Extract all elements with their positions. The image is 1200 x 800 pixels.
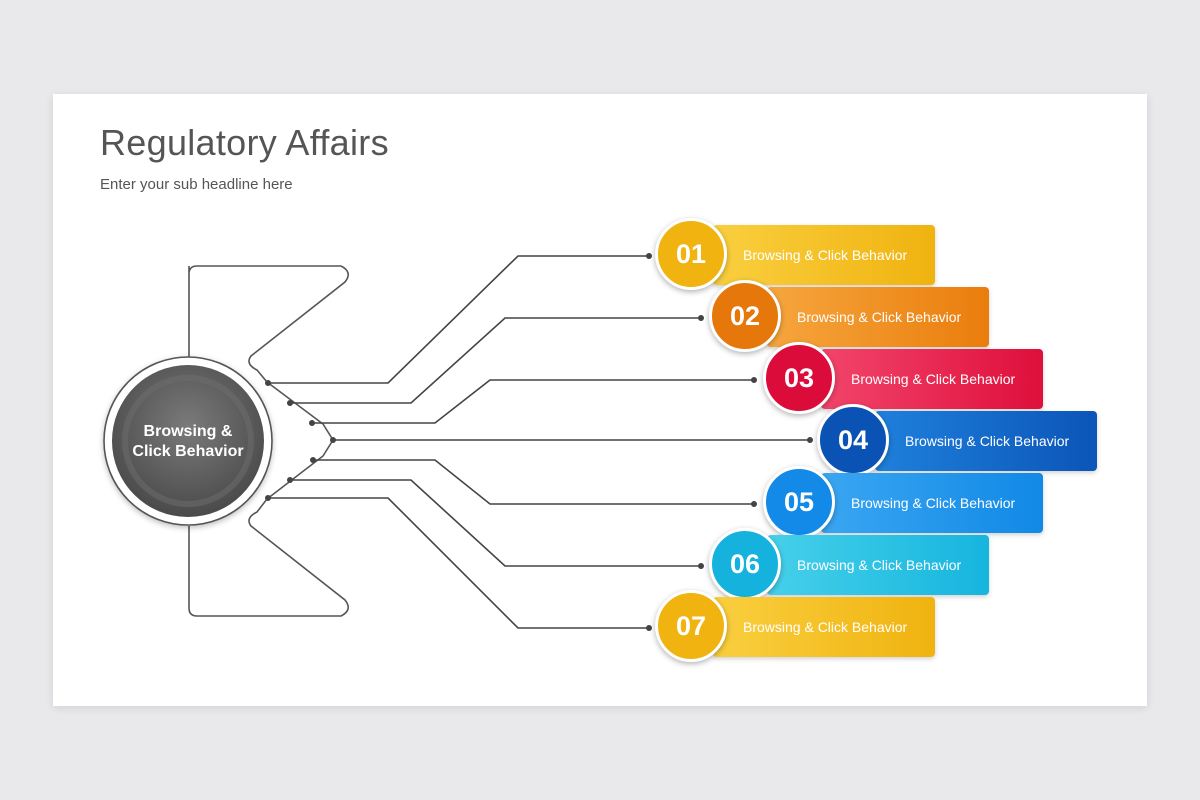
connector-line-05 bbox=[313, 459, 754, 505]
connector-start-dot bbox=[287, 477, 293, 483]
item-label-03: Browsing & Click Behavior bbox=[851, 371, 1016, 387]
connector-line-06 bbox=[290, 479, 701, 567]
item-bar-01: Browsing & Click Behavior bbox=[713, 225, 935, 285]
item-label-06: Browsing & Click Behavior bbox=[797, 557, 962, 573]
item-bar-06: Browsing & Click Behavior bbox=[767, 535, 989, 595]
connector-line-01 bbox=[268, 255, 649, 384]
connector-start-dot bbox=[287, 400, 293, 406]
item-number-badge-04: 04 bbox=[817, 404, 889, 476]
item-bar-05: Browsing & Click Behavior bbox=[821, 473, 1043, 533]
connector-start-dot bbox=[310, 457, 316, 463]
hub-inner-ring bbox=[122, 375, 254, 507]
hub-label: Browsing & Click Behavior bbox=[123, 422, 253, 462]
connector-line-02 bbox=[290, 317, 701, 404]
item-bar-03: Browsing & Click Behavior bbox=[821, 349, 1043, 409]
connector-end-dot bbox=[646, 253, 652, 259]
hub-circle bbox=[112, 365, 264, 517]
hub-label-line1: Browsing & bbox=[143, 423, 233, 440]
connector-end-dot bbox=[751, 377, 757, 383]
connector-end-dot bbox=[751, 501, 757, 507]
item-number-badge-07: 07 bbox=[655, 590, 727, 662]
connector-end-dot bbox=[646, 625, 652, 631]
connector-line-07 bbox=[268, 497, 649, 629]
item-bar-02: Browsing & Click Behavior bbox=[767, 287, 989, 347]
slide-title: Regulatory Affairs bbox=[100, 122, 389, 163]
slide: Regulatory Affairs Enter your sub headli… bbox=[53, 94, 1147, 706]
arrow-tip bbox=[266, 381, 334, 500]
connector-start-dot bbox=[330, 437, 336, 443]
connector-start-dot bbox=[265, 380, 271, 386]
slide-subtitle: Enter your sub headline here bbox=[100, 176, 293, 193]
item-bar-04: Browsing & Click Behavior bbox=[875, 411, 1097, 471]
item-bar-07: Browsing & Click Behavior bbox=[713, 597, 935, 657]
hub-label-line2: Click Behavior bbox=[132, 443, 244, 460]
item-number-badge-05: 05 bbox=[763, 466, 835, 538]
item-number-badge-03: 03 bbox=[763, 342, 835, 414]
connector-end-dot bbox=[698, 563, 704, 569]
connector-end-dot bbox=[698, 315, 704, 321]
connector-end-dot bbox=[807, 437, 813, 443]
item-label-01: Browsing & Click Behavior bbox=[743, 247, 908, 263]
item-label-02: Browsing & Click Behavior bbox=[797, 309, 962, 325]
item-number-badge-02: 02 bbox=[709, 280, 781, 352]
arrow-outline bbox=[188, 265, 349, 617]
connector-start-dot bbox=[265, 495, 271, 501]
item-label-04: Browsing & Click Behavior bbox=[905, 433, 1070, 449]
item-label-07: Browsing & Click Behavior bbox=[743, 619, 908, 635]
item-number-badge-06: 06 bbox=[709, 528, 781, 600]
item-label-05: Browsing & Click Behavior bbox=[851, 495, 1016, 511]
item-number-badge-01: 01 bbox=[655, 218, 727, 290]
connector-line-03 bbox=[312, 379, 754, 424]
connector-diagram bbox=[103, 253, 813, 631]
connector-start-dot bbox=[309, 420, 315, 426]
